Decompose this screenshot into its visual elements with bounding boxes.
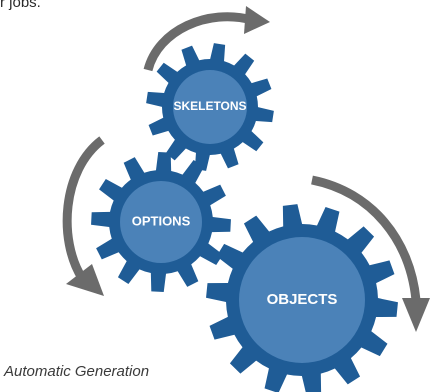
g-skel-face xyxy=(173,70,247,144)
gear-objects xyxy=(206,204,398,392)
arrow-right-head xyxy=(402,298,430,332)
arrow-left xyxy=(62,136,105,281)
gear-label-skeletons: SKELETONS xyxy=(173,99,246,113)
caption: Automatic Generation xyxy=(4,363,150,380)
g-opt-face xyxy=(120,181,202,263)
arrow-left-head xyxy=(66,264,104,296)
gear-label-options: OPTIONS xyxy=(132,213,191,228)
g-obj-face xyxy=(239,237,365,363)
gear-options xyxy=(91,152,231,292)
top-text-fragment: r jobs. xyxy=(0,0,41,11)
gear-label-objects: OBJECTS xyxy=(267,291,338,308)
arrow-right xyxy=(311,175,421,301)
arrow-top-head xyxy=(244,6,270,34)
gear-skeletons xyxy=(146,43,274,171)
arrow-top xyxy=(143,12,254,72)
